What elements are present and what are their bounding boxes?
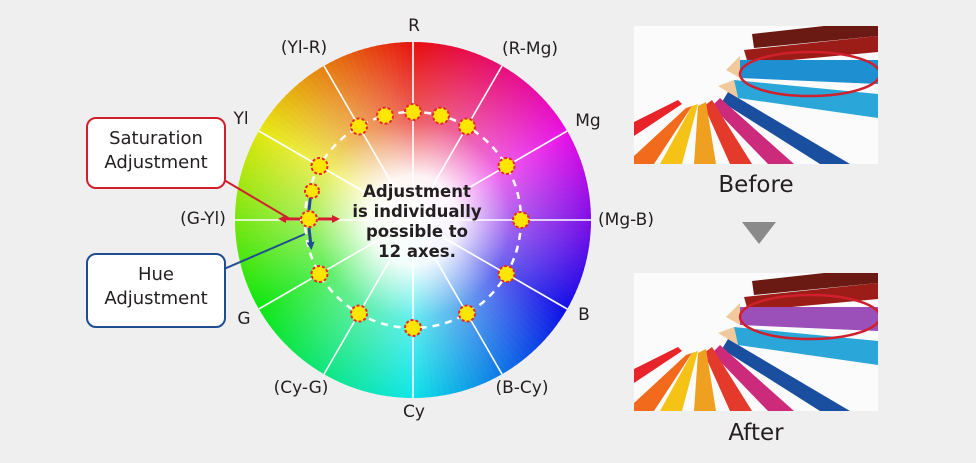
after-caption: After <box>728 420 784 446</box>
saturation-adjustment-callout: Saturation Adjustment <box>86 117 226 189</box>
saturation-callout-line-2: Adjustment <box>104 152 208 173</box>
adjustment-point <box>512 211 530 229</box>
center-caption: Adjustment is individually possible to 1… <box>345 182 489 262</box>
adjustment-point <box>458 117 476 136</box>
hue-callout-line-2: Adjustment <box>104 288 208 309</box>
adjustment-point <box>404 319 422 337</box>
before-highlight-ellipse <box>738 50 878 98</box>
axis-label-b: B <box>578 305 590 325</box>
hue-callout-line-1: Hue <box>137 264 175 285</box>
axis-label-mg: Mg <box>575 111 601 131</box>
axis-spoke <box>323 219 414 375</box>
axis-spoke <box>412 219 568 310</box>
axis-label-g: G <box>237 309 251 329</box>
after-photo <box>634 273 878 411</box>
hue-shift-point <box>304 183 320 199</box>
axis-spoke <box>258 130 414 221</box>
axis-spoke <box>323 65 414 221</box>
adjustment-point <box>431 106 450 125</box>
axis-label-r-mg: (R-Mg) <box>502 39 558 59</box>
adjustment-point <box>376 106 395 125</box>
hue-arrow-down <box>306 227 315 250</box>
adjustment-point <box>310 265 329 283</box>
axis-label-cy: Cy <box>403 402 425 422</box>
adjustment-points <box>310 103 530 337</box>
adjustment-point <box>350 304 368 323</box>
center-caption-line-4: 12 axes. <box>378 242 456 261</box>
adjustment-point <box>350 117 368 136</box>
after-highlight-ellipse <box>738 293 878 341</box>
down-triangle-icon <box>742 222 776 244</box>
saturation-callout-line-1: Saturation <box>109 128 203 149</box>
adjustment-point <box>458 304 476 323</box>
axis-spoke <box>412 219 503 375</box>
hue-leader-line <box>223 233 306 270</box>
axis-label-yl-r: (Yl-R) <box>280 38 328 58</box>
before-caption: Before <box>718 172 794 198</box>
axis-label-b-cy: (B-Cy) <box>495 378 549 398</box>
center-caption-line-3: possible to <box>365 222 469 241</box>
axis-label-mg-b: (Mg-B) <box>598 210 654 230</box>
center-caption-line-1: Adjustment <box>363 182 471 201</box>
pencils-after <box>634 273 878 411</box>
selected-point <box>300 210 318 228</box>
after-pencils-image <box>634 273 878 411</box>
adjustment-point <box>404 103 422 121</box>
axis-label-cy-g: (Cy-G) <box>273 378 329 398</box>
axis-label-g-yl: (G-Yl) <box>180 209 226 229</box>
center-caption-line-2: is individually <box>352 202 482 221</box>
axis-label-r: R <box>408 16 420 36</box>
pencils-before <box>634 26 878 164</box>
axis-spokes <box>235 42 591 398</box>
axis-label-yl: Yl <box>233 109 249 129</box>
axis-spoke <box>412 130 568 221</box>
before-photo <box>634 26 878 164</box>
hue-adjustment-callout: Hue Adjustment <box>86 253 226 328</box>
adjustment-point <box>497 157 516 175</box>
axis-spoke <box>258 219 414 310</box>
before-pencils-image <box>634 26 878 164</box>
adjustment-point <box>310 157 329 175</box>
adjustment-point <box>497 265 516 283</box>
axis-spoke <box>412 65 503 221</box>
saturation-leader-line <box>223 179 291 220</box>
